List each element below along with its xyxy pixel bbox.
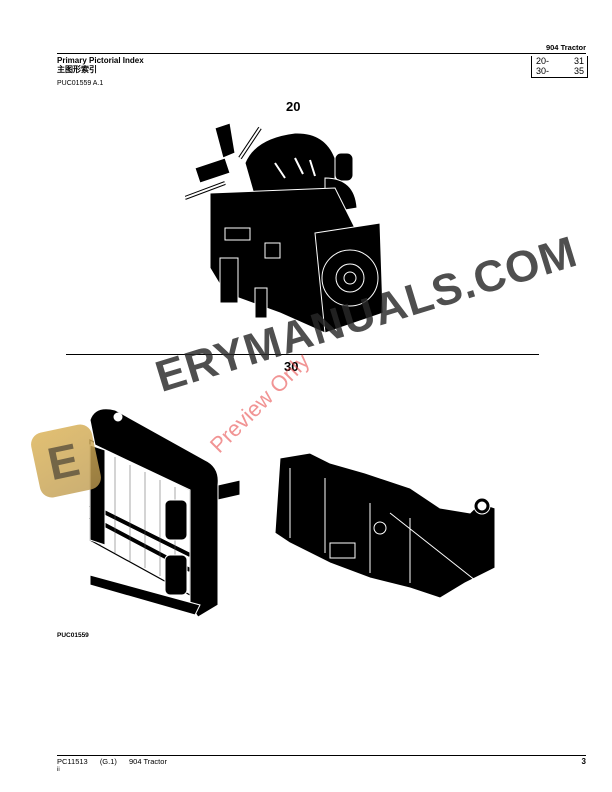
footer-sub: ii xyxy=(57,767,60,773)
reference-code: PUC01559 A.1 xyxy=(57,80,104,87)
radiator-illustration[interactable] xyxy=(70,405,245,620)
footer-doc-code: PC11513 xyxy=(57,757,88,766)
page-title-cn: 主图形索引 xyxy=(57,65,97,74)
section-divider xyxy=(66,354,539,355)
page-title: Primary Pictorial Index xyxy=(57,56,144,65)
footer-product: 904 Tractor xyxy=(129,757,167,766)
engine-illustration[interactable] xyxy=(185,118,385,338)
section-20-label: 20 xyxy=(286,99,301,114)
footer-rule xyxy=(57,755,586,756)
index-range-row[interactable]: 20- 31 xyxy=(536,56,584,66)
index-range-box: 20- 31 30- 35 xyxy=(531,56,588,78)
page-number: 3 xyxy=(581,757,586,766)
fuel-tank-illustration[interactable] xyxy=(270,448,510,603)
product-name: 904 Tractor xyxy=(545,43,586,52)
figure-id: PUC01559 xyxy=(57,632,89,639)
footer-info: PC11513 (G.1) 904 Tractor xyxy=(57,757,177,766)
index-range-row[interactable]: 30- 35 xyxy=(536,66,584,76)
header-rule xyxy=(57,53,586,54)
footer-revision: (G.1) xyxy=(99,757,117,766)
section-30-label: 30 xyxy=(284,359,299,374)
watermark-logo: E xyxy=(28,422,104,500)
